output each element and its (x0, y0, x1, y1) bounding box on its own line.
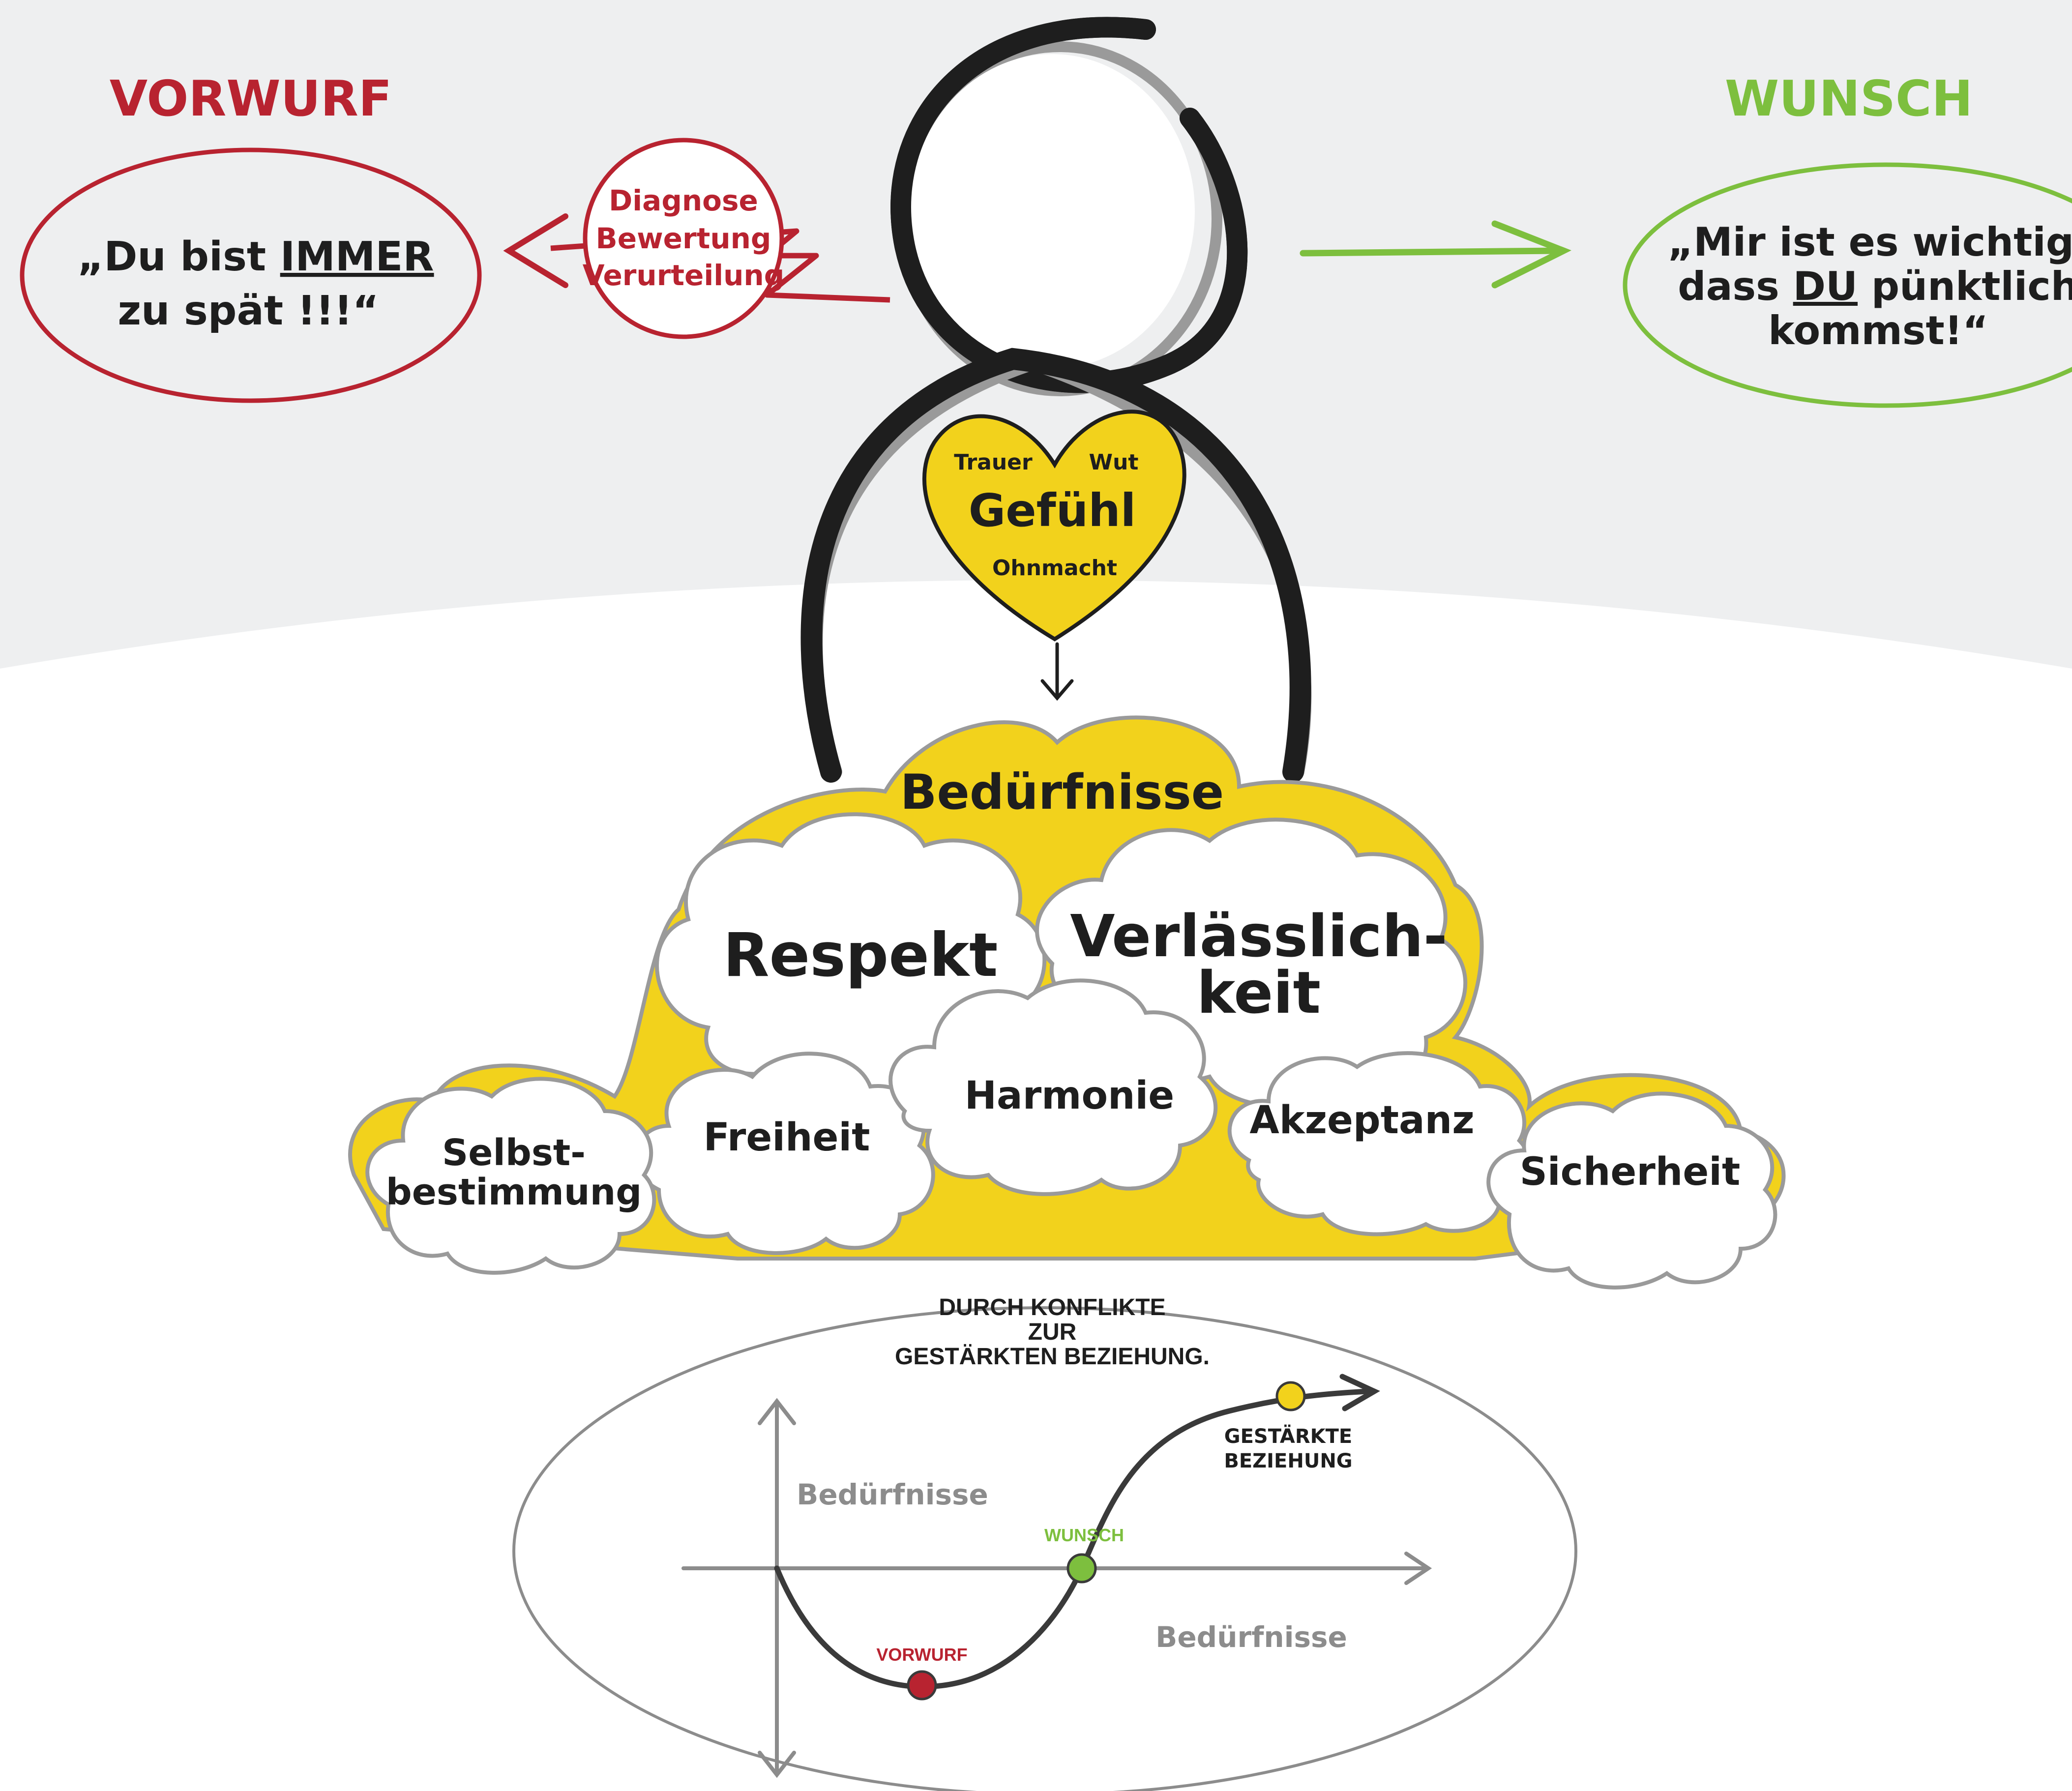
cloud-verlaesslichkeit-label-2: keit (1197, 959, 1321, 1027)
cloud-selbstbestimmung (365, 1077, 656, 1275)
cloud-selbst-label-1: Selbst- (442, 1132, 586, 1174)
wunsch-title: WUNSCH (1725, 70, 1973, 127)
cloud-sicherheit (1486, 1091, 1777, 1290)
vorwurf-quote-line2: zu spät !!!“ (118, 288, 379, 334)
cloud-harmonie-label: Harmonie (965, 1074, 1174, 1118)
needs-title: Bedürfnisse (900, 764, 1224, 821)
judgement-diagnose: Diagnose (609, 184, 758, 217)
vorwurf-section: VORWURF „Du bist IMMER zu spät !!!“ Diag… (20, 70, 890, 403)
cloud-akzeptanz (1227, 1051, 1532, 1236)
vorwurf-title: VORWURF (110, 70, 392, 127)
heart-trauer: Trauer (954, 450, 1033, 475)
cloud-respekt-label: Respekt (723, 920, 998, 990)
graph-label-gestaerkt-2: BEZIEHUNG (1224, 1450, 1352, 1472)
graph-point-wunsch (1066, 1553, 1097, 1584)
wunsch-speech-bubble (1623, 162, 2072, 408)
wunsch-arrow (1300, 247, 1562, 257)
heart-wut: Wut (1089, 450, 1139, 475)
graph-title-line1: DURCH KONFLIKTE (939, 1294, 1165, 1321)
judgement-circle (583, 138, 784, 339)
vorwurf-arrowhead (503, 213, 568, 288)
cloud-akzeptanz-label: Akzeptanz (1249, 1098, 1474, 1143)
heart-ohnmacht: Ohnmacht (992, 556, 1117, 581)
wunsch-quote-line1: „Mir ist es wichtig, (1668, 219, 2072, 265)
cloud-freiheit (633, 1052, 935, 1255)
conflict-graph: DURCH KONFLIKTE ZUR GESTÄRKTEN BEZIEHUNG… (512, 1294, 1577, 1791)
judgement-bewertung: Bewertung (596, 222, 771, 255)
graph-ellipse (512, 1306, 1577, 1791)
graph-title-line3: GESTÄRKTEN BEZIEHUNG. (895, 1344, 1210, 1370)
wunsch-arrowhead (1491, 220, 1571, 289)
graph-label-vorwurf: VORWURF (876, 1644, 967, 1665)
graph-label-wunsch: WUNSCH (1044, 1525, 1124, 1545)
graph-curve-arrowhead (1339, 1374, 1380, 1411)
cloud-selbst-label-2: bestimmung (386, 1171, 642, 1213)
wunsch-quote-line3: kommst!“ (1768, 308, 1988, 353)
graph-needs-lower: Bedürfnisse (1155, 1620, 1347, 1654)
person-figure (800, 17, 1312, 783)
cloud-sicherheit-label: Sicherheit (1520, 1150, 1741, 1194)
graph-point-vorwurf (907, 1670, 937, 1701)
person-body (800, 348, 1311, 783)
graph-label-gestaerkt-1: GESTÄRKTE (1224, 1424, 1353, 1448)
cloud-harmonie (888, 978, 1218, 1196)
graph-y-axis (758, 1398, 796, 1778)
judgement-verurteilung: Verurteilung (583, 259, 784, 292)
wunsch-quote-line2: dass DU pünktlich (1678, 264, 2072, 309)
graph-point-gestaerkt (1275, 1381, 1306, 1411)
heart-title: Gefühl (969, 484, 1136, 537)
graph-x-axis (681, 1552, 1432, 1585)
graph-needs-upper: Bedürfnisse (797, 1478, 988, 1511)
heart-down-arrow (1040, 642, 1074, 701)
wunsch-section: WUNSCH „Mir ist es wichtig, dass DU pünk… (1300, 70, 2072, 408)
heart-shape (922, 410, 1186, 642)
graph-title-line2: ZUR (1028, 1319, 1077, 1345)
needs-clouds: Bedürfnisse Respekt Verlässlich- keit Fr… (348, 715, 1786, 1290)
feeling-heart: Trauer Wut Gefühl Ohnmacht (922, 410, 1186, 701)
cloud-freiheit-label: Freiheit (704, 1116, 870, 1160)
vorwurf-speech-bubble (20, 147, 482, 403)
vorwurf-quote: „Du bist IMMER (77, 234, 434, 280)
cloud-verlaesslichkeit-label-1: Verlässlich- (1070, 902, 1447, 970)
